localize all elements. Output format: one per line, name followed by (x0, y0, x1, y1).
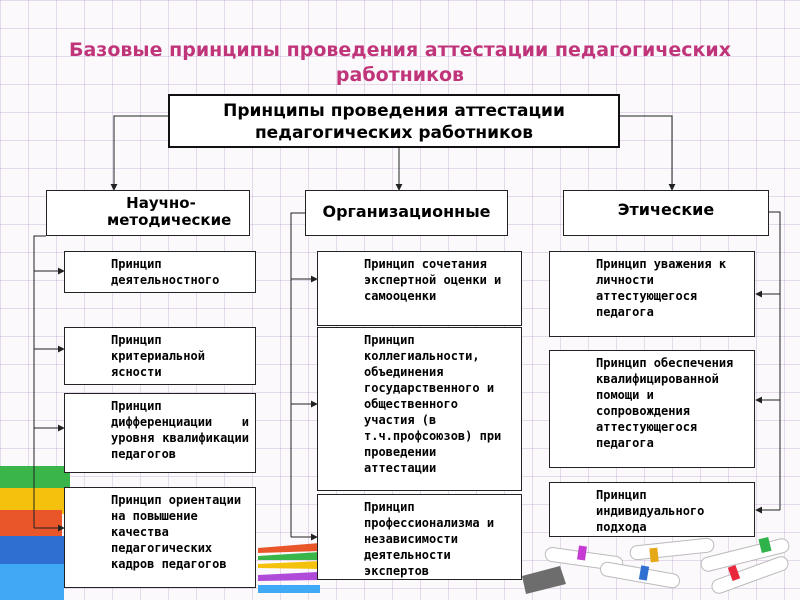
stacked-books-icon (0, 466, 70, 600)
principle-activity-approach: Принцип деятельностного подхода (64, 251, 256, 293)
root-node: Принципы проведения аттестации педагогич… (168, 94, 620, 148)
page-title: Базовые принципы проведения аттестации п… (69, 39, 731, 86)
category-organizational: Организационные (305, 190, 508, 236)
category-ethical: Этические (563, 190, 769, 236)
principle-differentiation: Принцип дифференциации и уровня квалифик… (64, 393, 256, 473)
category-scientific-methodical: Научно-методические (46, 190, 250, 236)
ruler-icon (522, 566, 566, 594)
connector-col1-bracket (33, 235, 46, 528)
principle-quality-orientation: Принцип ориентации на повышение качества… (64, 487, 256, 588)
connector-root-col3 (620, 115, 676, 191)
principle-criterial-clarity: Принцип критериальной ясности (64, 327, 256, 385)
markers-icon (544, 536, 790, 594)
principle-respect-for-personality: Принцип уважения к личности аттестующего… (549, 251, 755, 337)
principle-professionalism: Принцип профессионализма и независимости… (317, 494, 522, 580)
connector-root-col1 (110, 115, 168, 191)
principle-collegiality: Принцип коллегиальности, объединения гос… (317, 327, 522, 491)
principle-expert-and-self-assessment: Принцип сочетания экспертной оценки и са… (317, 251, 522, 326)
principle-individual-approach: Принцип индивидуального подхода (549, 482, 755, 537)
connector-col3-bracket (769, 211, 781, 510)
connector-col2-bracket (290, 212, 305, 537)
pencils-icon (258, 543, 320, 593)
principle-qualified-support: Принцип обеспечения квалифицированной по… (549, 350, 755, 468)
